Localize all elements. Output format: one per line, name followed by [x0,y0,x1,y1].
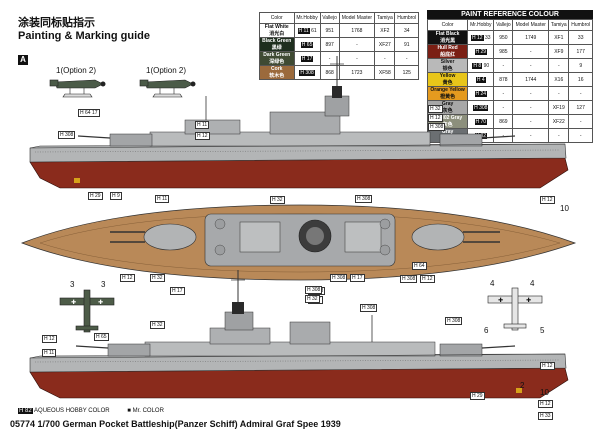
callout: H 32 [428,105,443,113]
svg-text:✚: ✚ [498,297,503,304]
callout: H 17 [350,274,365,282]
aircraft-side-right [139,79,196,98]
table-header: Humbrol [394,12,419,24]
aircraft-option-label-right: 1(Option 2) [146,66,187,75]
callout: H 12 [195,132,210,140]
callout: H 308 [445,317,463,325]
decal-number: 4 [530,279,535,288]
decal-number: 4 [490,279,495,288]
table-cell: 127 [568,100,593,115]
callout: H 32 [150,274,165,282]
aircraft-top-view-right: ✚ ✚ [487,287,543,331]
aircraft-side-left [49,79,106,98]
legend-aqueous: AQUEOUS HOBBY COLOR [34,408,110,414]
callout: H 308 [355,195,373,203]
svg-text:✚: ✚ [98,299,103,306]
callout: H 308 [305,286,323,294]
callout: H 65 [94,333,109,341]
callout: H 308 [58,131,76,139]
ship-side-profile-top [29,56,569,189]
legend-mr-color: Mr. COLOR [132,408,164,414]
callout: H 33 [538,412,553,420]
ship-deck-plan [21,204,577,281]
table-header: Tamiya [374,12,396,24]
ship-side-profile-bottom [29,270,569,399]
callout: H 32 [270,196,285,204]
svg-text:✚: ✚ [526,297,531,304]
legend-mr-color-marker: ■ [127,408,131,414]
callout: H 308 [400,275,418,283]
table-cell: - [548,128,570,143]
callout: H 308 [330,274,348,282]
callout: H 11 [155,195,170,203]
callout: H 12 [540,362,555,370]
decal-number: 6 [484,326,489,335]
callout: H 11 [42,349,57,357]
svg-text:✚: ✚ [71,299,76,306]
callout: H 12 [428,114,443,122]
callout: H 12 [420,275,435,283]
table-cell: 868 [319,65,340,80]
callout: H 12 [42,335,57,343]
callout: H 308 [360,304,378,312]
table-cell: - [568,86,593,101]
callout: H 11 [195,121,210,129]
table-cell: - [493,128,514,143]
callout: H 29 [88,192,103,200]
callout: H 29 [470,392,485,400]
aircraft-callout: H 64 17 [78,109,100,117]
section-marker: A [18,55,28,65]
table-cell: - [568,128,593,143]
callout: H 32 [150,321,165,329]
callout: H 308 [428,123,446,131]
decal-number: 3 [70,280,75,289]
decal-number: 5 [540,326,545,335]
table-cell: 125 [394,65,419,80]
aircraft-top-view-left: ✚ ✚ [59,289,115,333]
callout: H 64 [412,262,427,270]
title-chinese: 涂装同标贴指示 [18,16,95,29]
table-cell: XF58 [374,65,396,80]
callout: H 12 [538,400,553,408]
title-english: Painting & Marking guide [18,30,151,42]
decal-number: 10 [540,388,549,397]
aircraft-option-label-left: 1(Option 2) [56,66,97,75]
callout: H 32 [305,295,320,303]
paint-reference-title: PAINT REFERENCE COLOUR [427,10,593,19]
callout: H 17 [170,287,185,295]
decal-number: 10 [560,204,569,213]
table-header: Tamiya [548,19,570,31]
kit-title: 05774 1/700 German Pocket Battleship(Pan… [10,419,341,429]
decal-number: 2 [520,381,525,390]
mr-hobby-code: H 12 33 [467,30,495,45]
legend-code: H 82 [18,408,33,414]
callout: H 9 [110,192,122,200]
decal-number: 3 [101,280,106,289]
callout: H 12 [120,274,135,282]
callout: H 12 [540,196,555,204]
mr-hobby-code: H 308 [293,65,321,80]
color-legend: H 82 AQUEOUS HOBBY COLOR ■ Mr. COLOR [18,408,164,414]
